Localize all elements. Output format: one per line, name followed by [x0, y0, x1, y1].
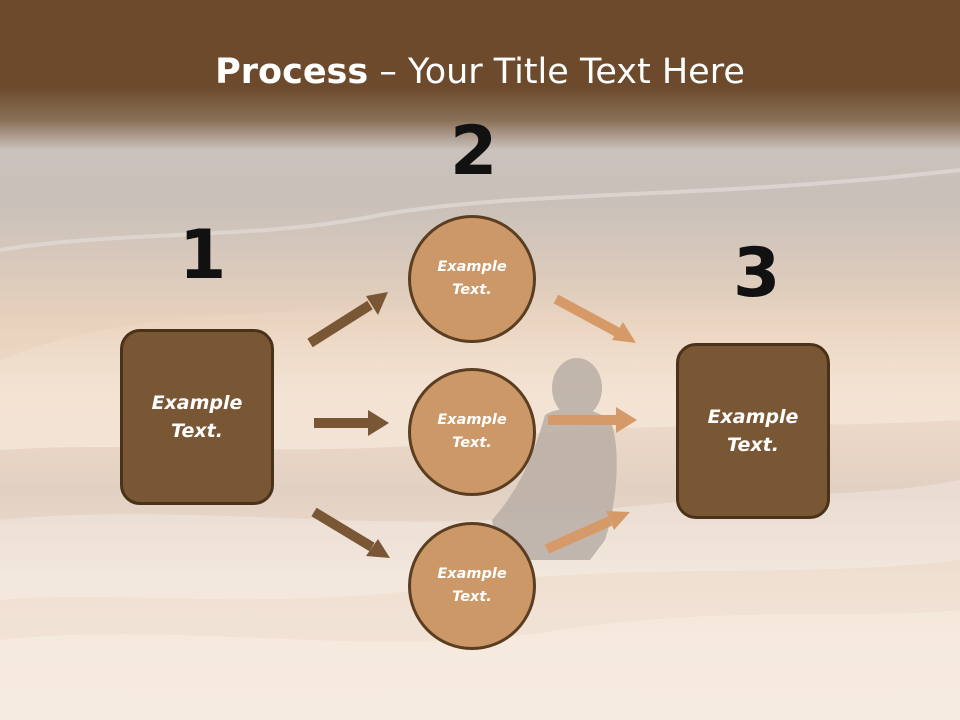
step-1-text: Example Text.	[151, 391, 243, 443]
step-2-circle-bottom: Example Text.	[408, 522, 536, 650]
arrow-to-circle-3	[311, 507, 390, 558]
step-1-box: Example Text.	[120, 329, 274, 505]
step-number-1: 1	[179, 216, 227, 295]
arrow-from-circle-1	[553, 294, 636, 343]
step-number-2: 2	[450, 112, 498, 191]
arrow-from-circle-2	[548, 407, 637, 433]
arrow-from-circle-3	[544, 511, 630, 554]
arrow-to-circle-1	[307, 292, 388, 348]
arrow-to-circle-2	[314, 410, 389, 436]
title-bar	[0, 0, 960, 150]
title-bold: Process	[215, 52, 369, 92]
circle-bottom-text: Example Text.	[437, 565, 507, 605]
step-2-circle-top: Example Text.	[408, 215, 536, 343]
step-3-text: Example Text.	[707, 405, 799, 457]
page-title: Process – Your Title Text Here	[0, 52, 960, 92]
circle-top-text: Example Text.	[437, 258, 507, 298]
surfer-silhouette	[492, 358, 617, 560]
step-2-circle-middle: Example Text.	[408, 368, 536, 496]
title-rest: – Your Title Text Here	[368, 52, 745, 92]
step-number-3: 3	[733, 234, 781, 313]
step-3-box: Example Text.	[676, 343, 830, 519]
circle-middle-text: Example Text.	[437, 411, 507, 451]
